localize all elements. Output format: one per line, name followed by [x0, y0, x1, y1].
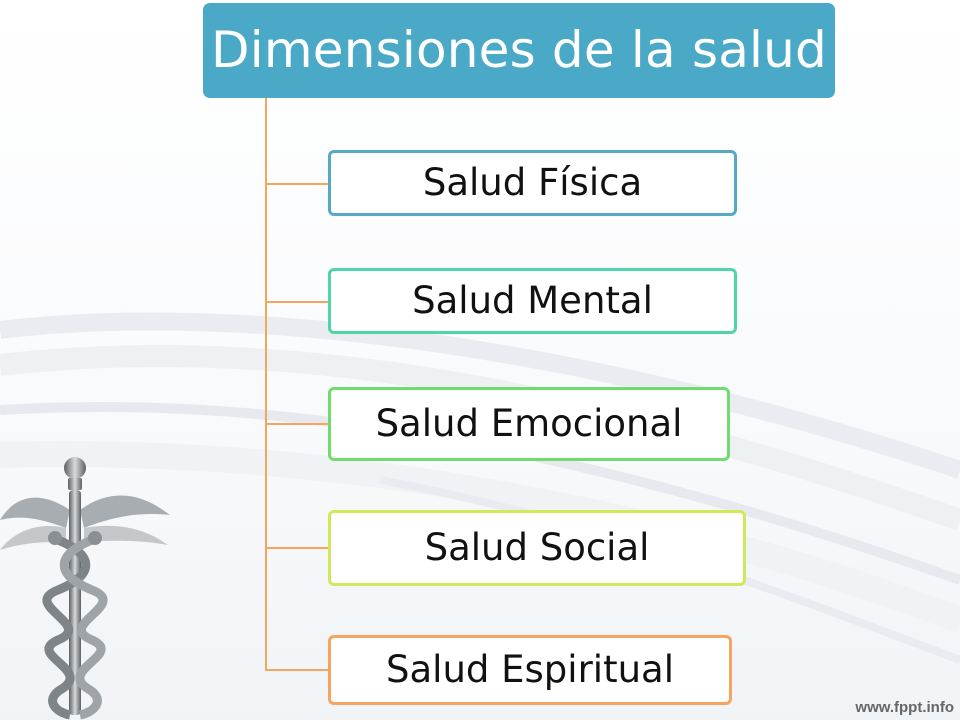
- node-salud-fisica: Salud Física: [328, 150, 737, 216]
- connector-branch-3: [265, 423, 329, 425]
- node-label: Salud Espiritual: [386, 648, 674, 691]
- connector-branch-2: [265, 301, 329, 303]
- node-salud-mental: Salud Mental: [328, 268, 737, 334]
- node-label: Salud Física: [422, 161, 643, 204]
- node-salud-emocional: Salud Emocional: [328, 387, 730, 461]
- diagram-title: Dimensiones de la salud: [203, 3, 835, 98]
- connector-trunk: [265, 98, 267, 671]
- node-label: Salud Social: [424, 526, 650, 569]
- node-salud-espiritual: Salud Espiritual: [328, 635, 732, 705]
- connector-branch-5: [265, 669, 329, 671]
- connector-branch-1: [265, 183, 329, 185]
- connector-branch-4: [265, 547, 329, 549]
- node-salud-social: Salud Social: [328, 510, 746, 586]
- node-label: Salud Mental: [412, 279, 653, 322]
- caduceus-icon: [0, 457, 170, 720]
- node-label: Salud Emocional: [375, 402, 683, 445]
- website-watermark: www.fppt.info: [855, 699, 954, 716]
